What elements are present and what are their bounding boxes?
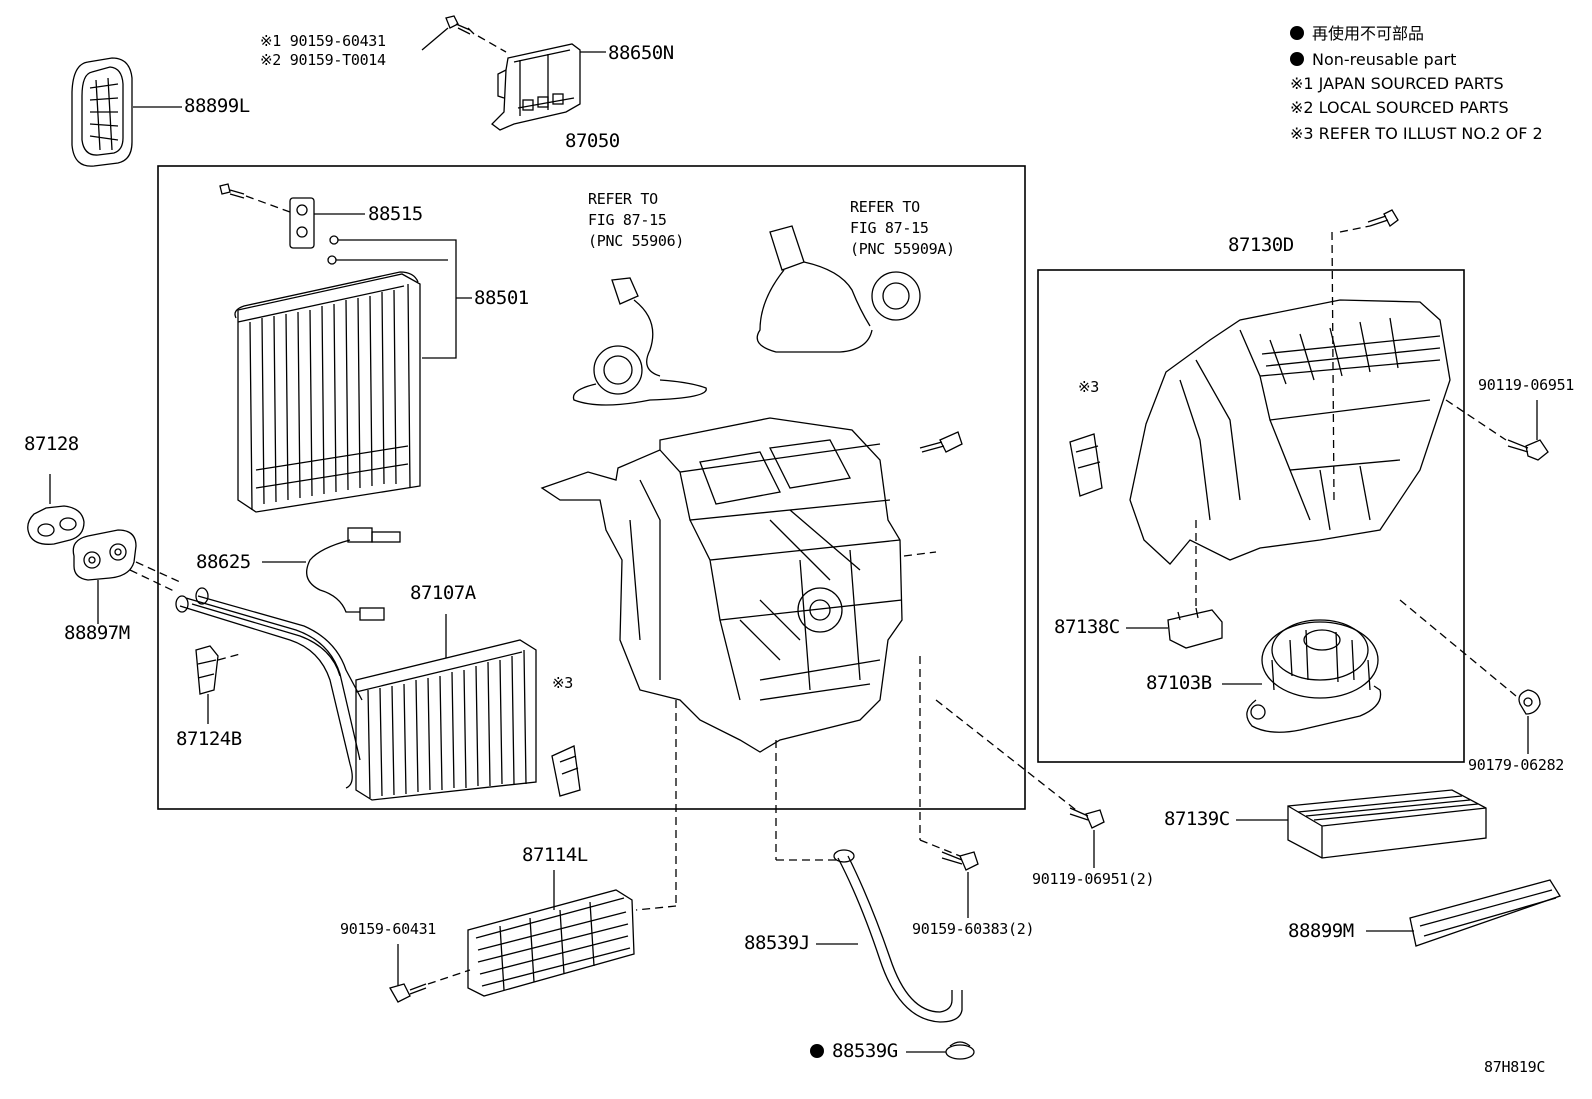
label-87050: 87050	[565, 130, 620, 152]
label-87130D: 87130D	[1228, 234, 1294, 256]
expansion-valve-88515	[219, 183, 339, 265]
label-note3-right: ※3	[1078, 378, 1099, 396]
screw-90159-60383	[941, 851, 979, 871]
evaporator-88501	[234, 271, 421, 513]
label-refer2-line2: FIG 87-15	[850, 219, 929, 237]
label-88625: 88625	[196, 551, 251, 573]
label-88539G: 88539G	[810, 1042, 898, 1061]
bracket-88650N-part	[491, 43, 581, 131]
label-87128: 87128	[24, 433, 79, 455]
nut-90179-06282	[1518, 689, 1541, 715]
strip-88899M	[1409, 879, 1561, 947]
label-88515: 88515	[368, 203, 423, 225]
label-87138C: 87138C	[1054, 616, 1120, 638]
label-87103B: 87103B	[1146, 672, 1212, 694]
plug-88539G	[945, 1041, 975, 1060]
filter-87139C	[1287, 789, 1487, 859]
label-note3-left: ※3	[552, 674, 573, 692]
resistor-87138C	[1167, 607, 1223, 649]
grille-88899L-part	[71, 57, 133, 167]
label-refer1-line3: (PNC 55906)	[588, 232, 685, 250]
hvac-housing	[540, 417, 903, 753]
servo-motor-55906	[572, 277, 707, 406]
label-88539J: 88539J	[744, 932, 810, 954]
label-88501: 88501	[474, 287, 529, 309]
label-90119-06951: 90119-06951	[1478, 376, 1575, 394]
legend-note3: ※3 REFER TO ILLUST NO.2 OF 2	[1290, 124, 1543, 143]
label-87124B: 87124B	[176, 728, 242, 750]
heater-core-87107A	[175, 587, 537, 801]
label-90159-60431-jp: ※1 90159-60431	[260, 32, 386, 50]
label-90159-T0014: ※2 90159-T0014	[260, 51, 386, 69]
part-note3-right	[1069, 433, 1103, 497]
screw-90159-60431-top	[445, 15, 475, 35]
label-90159-60431: 90159-60431	[340, 920, 437, 938]
unit-frame-87130D	[1037, 269, 1465, 763]
screw-top-right	[1367, 209, 1399, 227]
label-88650N: 88650N	[608, 42, 674, 64]
sensor-88625	[306, 527, 401, 621]
grommet-87128	[27, 505, 85, 545]
label-88897M: 88897M	[64, 622, 130, 644]
label-88899L: 88899L	[184, 95, 250, 117]
blower-motor-87103B	[1246, 619, 1382, 733]
label-refer2-line3: (PNC 55909A)	[850, 240, 955, 258]
clip-87124B	[195, 645, 219, 695]
label-88899M: 88899M	[1288, 920, 1354, 942]
legend-note1: ※1 JAPAN SOURCED PARTS	[1290, 74, 1504, 93]
bullet-icon	[1290, 52, 1304, 66]
plate-88897M	[72, 529, 137, 581]
screw-90159-60431	[389, 983, 427, 1003]
unit-frame-87050	[157, 165, 1026, 810]
label-90159-60383-2: 90159-60383(2)	[912, 920, 1035, 938]
legend-non-reusable-en: Non-reusable part	[1290, 52, 1456, 68]
servo-motor-55909A	[756, 225, 921, 353]
label-90179-06282: 90179-06282	[1468, 756, 1565, 774]
part-note3-left	[551, 745, 581, 797]
label-refer1-line2: FIG 87-15	[588, 211, 667, 229]
label-90119-06951-2: 90119-06951(2)	[1032, 870, 1155, 888]
grille-87114L	[467, 889, 635, 997]
diagram-code: 87H819C	[1484, 1058, 1546, 1076]
drain-hose-88539J	[833, 849, 963, 1023]
screw-90119-06951	[1507, 439, 1549, 461]
legend-non-reusable-jp: 再使用不可部品	[1290, 26, 1424, 42]
label-87107A: 87107A	[410, 582, 476, 604]
label-refer2-line1: REFER TO	[850, 198, 920, 216]
assembly-dashed-lines	[635, 225, 1517, 911]
bullet-icon	[810, 1044, 824, 1058]
screw-90119-06951-bottom	[1069, 807, 1105, 829]
label-87139C: 87139C	[1164, 808, 1230, 830]
legend-note2: ※2 LOCAL SOURCED PARTS	[1290, 98, 1509, 117]
label-refer1-line1: REFER TO	[588, 190, 658, 208]
housing-screw	[919, 431, 963, 453]
label-87114L: 87114L	[522, 844, 588, 866]
blower-case-87130D	[1129, 299, 1451, 565]
bullet-icon	[1290, 26, 1304, 40]
